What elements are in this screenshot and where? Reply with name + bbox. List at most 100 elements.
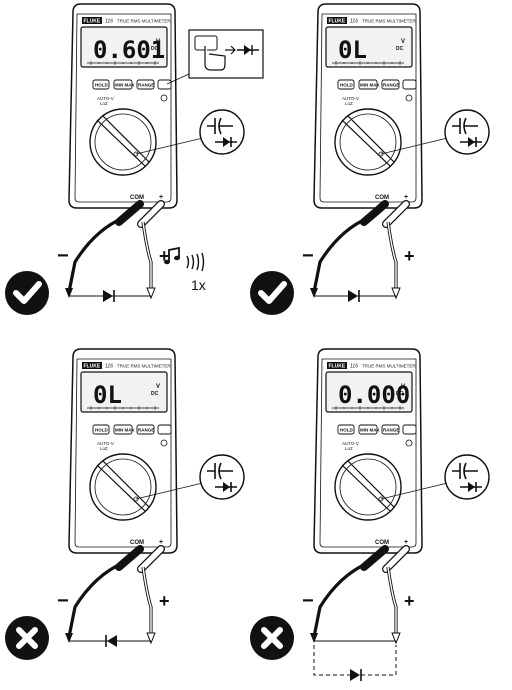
rotary-dial[interactable] bbox=[89, 453, 157, 521]
backlight-icon bbox=[405, 439, 413, 447]
meter-buttons: HOLD MIN MAX RANGE AUTO-V LoZ bbox=[92, 424, 172, 451]
hold-button[interactable] bbox=[92, 424, 110, 435]
loz-label: LoZ bbox=[345, 446, 353, 451]
diode-mode-callout bbox=[135, 109, 245, 155]
diode-under-test bbox=[314, 290, 396, 302]
red-probe-tip bbox=[391, 632, 401, 645]
diode-symbol-icon bbox=[460, 137, 482, 147]
range-button[interactable] bbox=[136, 79, 155, 90]
hold-button-label: HOLD bbox=[95, 83, 108, 88]
negative-sign: − bbox=[302, 245, 314, 267]
lcd-display: 0L V DC bbox=[80, 371, 168, 413]
hold-button[interactable] bbox=[92, 79, 110, 90]
backlight-icon bbox=[160, 439, 168, 447]
press-button-hand-icon bbox=[194, 35, 226, 71]
lcd-dc-label: DC bbox=[151, 391, 159, 397]
min-max-button[interactable] bbox=[358, 424, 378, 435]
dial-pointer bbox=[341, 460, 395, 512]
com-jack-label: COM bbox=[375, 195, 389, 201]
backlight-icon bbox=[405, 94, 413, 102]
lcd-volt-unit: V bbox=[156, 384, 160, 390]
loz-label: LoZ bbox=[100, 446, 108, 451]
function-button[interactable] bbox=[402, 79, 417, 90]
black-probe-tip bbox=[65, 633, 73, 643]
meter-title: TRUE RMS MULTIMETER bbox=[117, 19, 171, 24]
loz-label: LoZ bbox=[100, 101, 108, 106]
hold-button[interactable] bbox=[337, 424, 355, 435]
lcd-reading: 0.000 bbox=[338, 381, 410, 409]
function-button[interactable] bbox=[157, 79, 172, 90]
min-max-button[interactable] bbox=[113, 79, 133, 90]
cross-badge-icon bbox=[250, 616, 294, 660]
input-jacks: COM + bbox=[130, 194, 163, 201]
test-leads bbox=[65, 545, 165, 645]
negative-sign: − bbox=[57, 245, 69, 267]
dial-pointer bbox=[96, 115, 150, 167]
auto-v-label: AUTO-V bbox=[97, 96, 114, 101]
com-jack-label: COM bbox=[130, 540, 144, 546]
diode-symbol-icon bbox=[460, 482, 482, 492]
diode-under-test bbox=[313, 640, 397, 681]
capacitor-symbol-icon bbox=[452, 117, 478, 135]
diode-under-test bbox=[69, 290, 151, 302]
function-button[interactable] bbox=[157, 424, 172, 435]
meter-title: TRUE RMS MULTIMETER bbox=[362, 364, 416, 369]
brand-label: FLUKE bbox=[84, 364, 101, 370]
min-max-button[interactable] bbox=[113, 424, 133, 435]
capacitor-symbol-icon bbox=[207, 117, 233, 135]
min-max-button[interactable] bbox=[358, 79, 378, 90]
rotary-dial[interactable] bbox=[334, 108, 402, 176]
min-max-button-label: MIN MAX bbox=[360, 83, 380, 88]
hold-button[interactable] bbox=[337, 79, 355, 90]
diode-symbol-icon bbox=[215, 137, 237, 147]
range-button[interactable] bbox=[136, 424, 155, 435]
lcd-volt-unit: V bbox=[401, 384, 405, 390]
diode-symbol-icon bbox=[215, 482, 237, 492]
model-label: 116 bbox=[350, 364, 358, 370]
lcd-display: 0.601 V DC bbox=[80, 26, 168, 68]
black-probe-tip bbox=[310, 633, 318, 643]
range-button[interactable] bbox=[381, 79, 400, 90]
diode-under-test bbox=[69, 635, 151, 647]
loz-label: LoZ bbox=[345, 101, 353, 106]
lcd-reading: 0L bbox=[93, 381, 122, 409]
meter-header: FLUKE 116 TRUE RMS MULTIMETER bbox=[327, 17, 416, 25]
rotary-dial[interactable] bbox=[89, 108, 157, 176]
negative-sign: − bbox=[302, 590, 314, 612]
plus-jack-label: + bbox=[159, 539, 163, 546]
input-jacks: COM + bbox=[375, 539, 408, 546]
panel-top-left: FLUKE 116 TRUE RMS MULTIMETER 0.601 V DC… bbox=[5, 3, 264, 315]
red-probe-tip bbox=[146, 287, 156, 300]
com-jack-label: COM bbox=[375, 540, 389, 546]
cross-badge-icon bbox=[5, 616, 49, 660]
diode-mode-callout bbox=[135, 454, 245, 500]
hold-button-label: HOLD bbox=[95, 428, 108, 433]
function-button[interactable] bbox=[402, 424, 417, 435]
lcd-display: 0.000 V DC bbox=[325, 371, 413, 413]
hold-button-label: HOLD bbox=[340, 83, 353, 88]
dial-pointer bbox=[341, 115, 395, 167]
min-max-button-label: MIN MAX bbox=[360, 428, 380, 433]
auto-v-label: AUTO-V bbox=[342, 96, 359, 101]
range-button[interactable] bbox=[381, 424, 400, 435]
meter-header: FLUKE 116 TRUE RMS MULTIMETER bbox=[82, 17, 171, 25]
meter-buttons: HOLD MIN MAX RANGE AUTO-V LoZ bbox=[337, 424, 417, 451]
lcd-reading: 0.601 bbox=[93, 36, 165, 64]
positive-sign: + bbox=[404, 591, 415, 611]
rotary-dial[interactable] bbox=[334, 453, 402, 521]
positive-sign: + bbox=[159, 591, 170, 611]
range-button-label: RANGE bbox=[383, 428, 399, 433]
lcd-reading: 0L bbox=[338, 36, 367, 64]
test-leads bbox=[65, 200, 165, 300]
model-label: 116 bbox=[350, 19, 358, 25]
auto-v-label: AUTO-V bbox=[342, 441, 359, 446]
capacitor-symbol-icon bbox=[452, 462, 478, 480]
plus-jack-label: + bbox=[159, 194, 163, 201]
auto-v-label: AUTO-V bbox=[97, 441, 114, 446]
model-label: 116 bbox=[105, 19, 113, 25]
meter-buttons: HOLD MIN MAX RANGE AUTO-V LoZ bbox=[92, 79, 172, 106]
black-probe-tip bbox=[65, 288, 73, 298]
test-leads bbox=[310, 545, 410, 645]
lcd-dc-label: DC bbox=[151, 46, 159, 52]
